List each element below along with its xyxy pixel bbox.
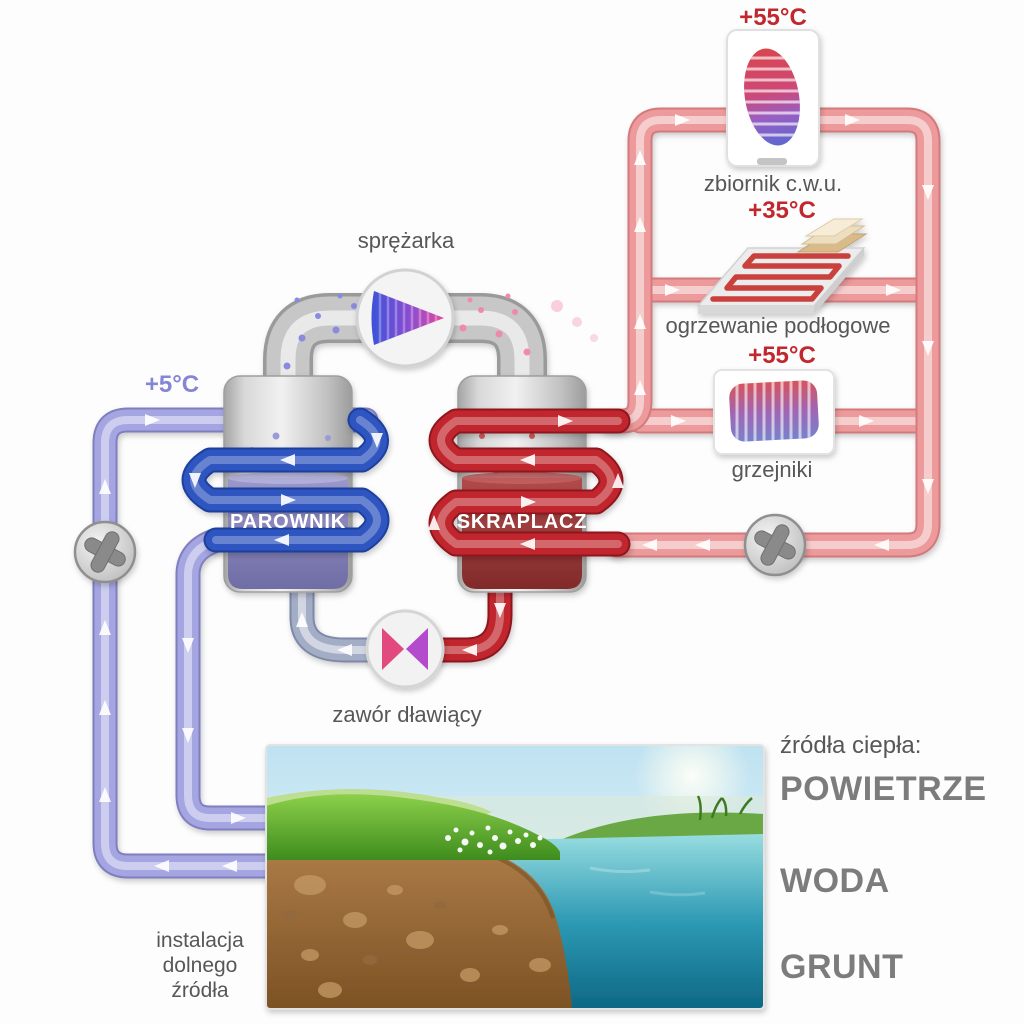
svg-text:instalacja: instalacja: [156, 929, 244, 952]
compressor-label: sprężarka: [358, 228, 455, 253]
tank-label: zbiornik c.w.u.: [704, 171, 842, 196]
heating-loop-pump-icon: [743, 513, 807, 577]
grass-blades: [696, 795, 753, 821]
heat-source-air: POWIETRZE: [780, 770, 987, 808]
condenser-label: SKRAPLACZ: [457, 511, 588, 533]
svg-text:dolnego: dolnego: [163, 954, 238, 977]
compressor-icon: [355, 268, 455, 368]
installation-caption: instalacja dolnego źródła: [156, 929, 244, 1002]
ground-loop-temperature: +5°C: [145, 371, 199, 398]
evaporator-vessel: [223, 375, 353, 593]
heat-source-water: WODA: [780, 862, 890, 900]
radiator-label: grzejniki: [732, 457, 813, 482]
svg-text:źródła: źródła: [171, 979, 229, 1002]
flowers: [445, 825, 543, 855]
hot-water-tank-icon: [726, 29, 820, 167]
heat-sources-title: źródła ciepła:: [780, 732, 921, 759]
floor-heating-temperature: +35°C: [748, 197, 816, 224]
ground-source-illustration: [265, 744, 765, 1010]
expansion-valve-label: zawór dławiący: [332, 702, 481, 727]
radiator-temperature: +55°C: [748, 342, 816, 369]
heat-sources-list: źródła ciepła: POWIETRZE WODA GRUNT: [780, 732, 987, 986]
floor-heating-label: ogrzewanie podłogowe: [665, 313, 890, 338]
condenser-vessel: [457, 375, 587, 593]
floor-heating-icon: [696, 218, 868, 314]
heat-source-ground: GRUNT: [780, 948, 903, 986]
radiator-icon: [713, 369, 835, 455]
tank-temperature: +55°C: [739, 4, 807, 31]
soil-stones: [294, 875, 551, 998]
evaporator-label: PAROWNIK: [230, 511, 346, 533]
expansion-valve-icon: [365, 609, 445, 689]
ground-loop-pump-icon: [73, 520, 137, 584]
